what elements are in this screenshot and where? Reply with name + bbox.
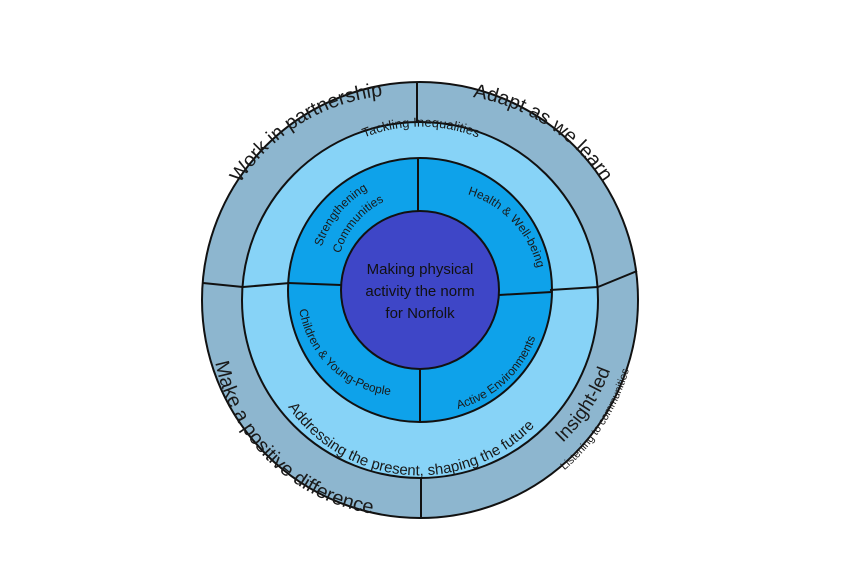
- outer-divider-left: [202, 282, 244, 288]
- inner-divider-right: [498, 291, 553, 296]
- middle-divider-left: [242, 282, 291, 288]
- middle-divider-right: [549, 286, 599, 291]
- center-line-3: for Norfolk: [385, 305, 455, 322]
- center-line-2: activity the norm: [365, 283, 474, 300]
- inner-divider-left: [287, 282, 342, 286]
- outer-divider-right: [597, 270, 638, 288]
- center-line-1: Making physical: [367, 261, 474, 278]
